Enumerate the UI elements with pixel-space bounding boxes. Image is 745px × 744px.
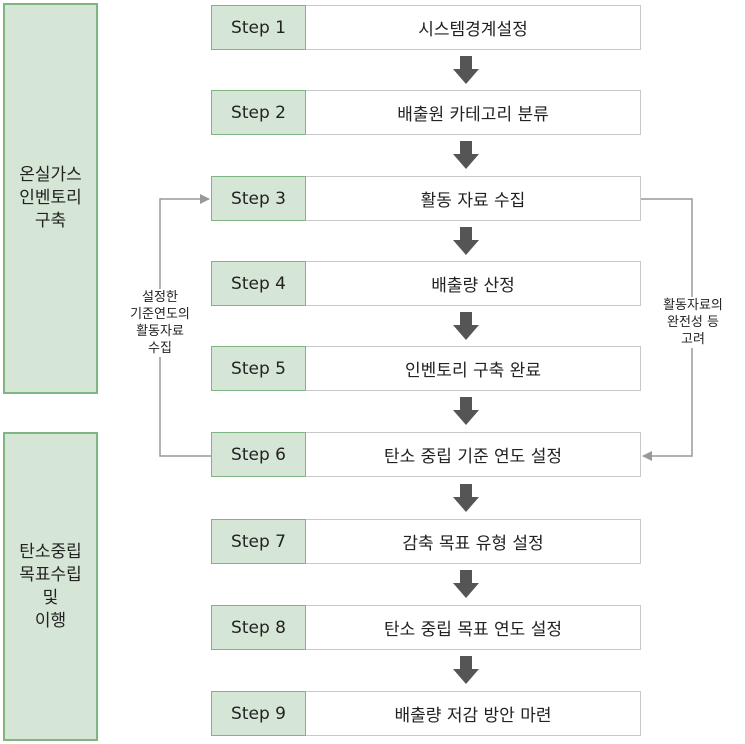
phase-inventory: 온실가스 인벤토리 구축 <box>3 3 98 394</box>
step-6-label: Step 6 <box>211 432 306 477</box>
step-4: Step 4 배출량 산정 <box>211 261 641 306</box>
down-arrow-icon <box>453 656 479 684</box>
step-3-text: 활동 자료 수집 <box>420 191 526 211</box>
step-1-text: 시스템경계설정 <box>418 20 528 40</box>
down-arrow-icon <box>453 227 479 255</box>
left-feedback-note: 설정한 기준연도의 활동자료 수집 <box>112 289 208 357</box>
step-7-label: Step 7 <box>211 519 306 564</box>
down-arrow-icon <box>453 484 479 512</box>
step-5: Step 5 인벤토리 구축 완료 <box>211 346 641 391</box>
step-1: Step 1 시스템경계설정 <box>211 5 641 50</box>
step-9-label: Step 9 <box>211 691 306 736</box>
step-8-label: Step 8 <box>211 605 306 650</box>
step-8-text: 탄소 중립 목표 연도 설정 <box>383 620 562 640</box>
step-4-text: 배출량 산정 <box>431 276 515 296</box>
step-2-text: 배출원 카테고리 분류 <box>397 105 549 125</box>
step-3: Step 3 활동 자료 수집 <box>211 176 641 221</box>
step-2-label: Step 2 <box>211 90 306 135</box>
step-7-text: 감축 목표 유형 설정 <box>402 534 544 554</box>
down-arrow-icon <box>453 570 479 598</box>
step-6: Step 6 탄소 중립 기준 연도 설정 <box>211 432 641 477</box>
down-arrow-icon <box>453 56 479 84</box>
step-5-text: 인벤토리 구축 완료 <box>405 361 541 381</box>
step-2: Step 2 배출원 카테고리 분류 <box>211 90 641 135</box>
step-7: Step 7 감축 목표 유형 설정 <box>211 519 641 564</box>
step-4-label: Step 4 <box>211 261 306 306</box>
down-arrow-icon <box>453 141 479 169</box>
phase-carbon-neutral: 탄소중립 목표수립 및 이행 <box>3 432 98 741</box>
step-9-text: 배출량 저감 방안 마련 <box>394 706 552 726</box>
down-arrow-icon <box>453 397 479 425</box>
step-9: Step 9 배출량 저감 방안 마련 <box>211 691 641 736</box>
step-3-label: Step 3 <box>211 176 306 221</box>
down-arrow-icon <box>453 312 479 340</box>
step-6-text: 탄소 중립 기준 연도 설정 <box>383 447 562 467</box>
step-8: Step 8 탄소 중립 목표 연도 설정 <box>211 605 641 650</box>
step-5-label: Step 5 <box>211 346 306 391</box>
step-1-label: Step 1 <box>211 5 306 50</box>
right-feedback-note: 활동자료의 완전성 등 고려 <box>646 297 740 348</box>
